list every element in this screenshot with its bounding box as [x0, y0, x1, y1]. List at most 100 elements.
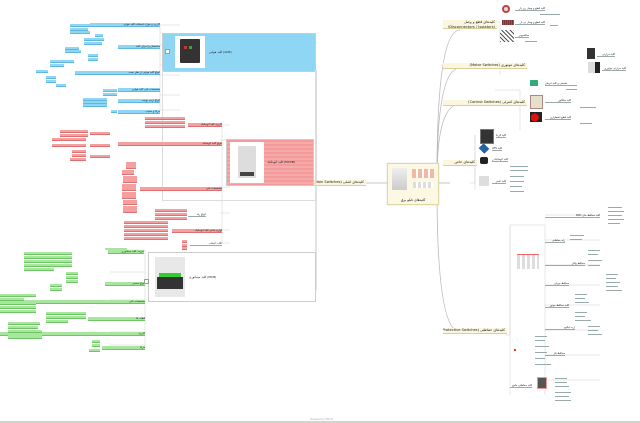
mccb-leaf[interactable]	[155, 217, 187, 220]
acb-subitem[interactable]: ساختمان و اجزای کلید	[118, 45, 160, 49]
protective-leaf[interactable]	[588, 265, 600, 266]
mccb-node[interactable]: (MCCB) کلید اتوماتیک	[226, 139, 314, 186]
mcb-leaf[interactable]	[24, 260, 72, 263]
protective-leaf[interactable]	[588, 250, 600, 251]
special-leaf[interactable]	[510, 191, 524, 192]
protective-leaf[interactable]	[606, 290, 622, 291]
acb-leaf[interactable]	[70, 24, 90, 27]
mcb-leaf[interactable]	[8, 334, 42, 339]
mcb-leaf[interactable]	[0, 298, 24, 301]
mccb-subitem[interactable]: کاربرد کلید اتوماتیک	[188, 123, 222, 127]
mccb-leaf[interactable]	[122, 170, 134, 175]
mcb-leaf[interactable]	[8, 322, 40, 325]
mccb-leaf[interactable]	[60, 134, 88, 137]
mccb-leaf[interactable]	[122, 192, 136, 199]
acb-leaf[interactable]	[70, 31, 90, 34]
mccb-leaf[interactable]	[126, 162, 136, 169]
mccb-leaf[interactable]	[90, 155, 110, 158]
protective-leaf[interactable]	[555, 400, 571, 401]
protective-leaf[interactable]	[535, 336, 547, 337]
mcb-leaf[interactable]	[0, 306, 36, 309]
protective-leaf[interactable]	[606, 282, 620, 283]
acb-leaf[interactable]	[88, 58, 98, 61]
acb-subitem[interactable]: انواع کلید هوایی از نظر نصب	[75, 71, 160, 75]
mccb-subitem[interactable]: انواع کلید اتوماتیک	[118, 142, 222, 146]
mcb-leaf[interactable]	[24, 252, 72, 255]
acb-leaf[interactable]	[56, 84, 66, 87]
special-child[interactable]: کلید گردان	[496, 134, 506, 138]
mccb-leaf[interactable]	[72, 154, 86, 157]
protective-leaf[interactable]	[588, 326, 600, 327]
protective-child[interactable]: محافظ جریان	[545, 282, 569, 286]
mcb-leaf[interactable]	[46, 312, 86, 315]
acb-leaf[interactable]	[83, 101, 107, 104]
acb-leaf[interactable]	[50, 60, 74, 63]
protective-leaf[interactable]	[575, 298, 585, 299]
acb-leaf[interactable]	[103, 89, 117, 92]
mccb-leaf[interactable]	[124, 237, 168, 240]
protective-leaf[interactable]	[535, 364, 551, 365]
acb-leaf[interactable]	[84, 38, 104, 41]
special-leaf[interactable]	[510, 176, 524, 177]
protective-child[interactable]: محافظ ولتاژ	[545, 262, 585, 266]
protective-child[interactable]: رله حفاظتی	[545, 239, 565, 243]
special-leaf[interactable]	[510, 166, 528, 167]
control-leaf[interactable]	[566, 85, 577, 86]
control-child[interactable]: کلید قطع اضطراری	[545, 116, 571, 120]
mccb-leaf[interactable]	[182, 244, 187, 247]
mccb-leaf[interactable]	[124, 225, 168, 228]
protective-leaf[interactable]	[608, 219, 624, 220]
mcb-leaf[interactable]	[66, 276, 78, 279]
central-topic[interactable]: کلیدهای تابلو برق	[387, 163, 439, 205]
protective-child[interactable]: محافظ فاز	[545, 352, 565, 356]
disconnector-child[interactable]: سکسیونر	[515, 34, 529, 38]
acb-leaf[interactable]	[36, 70, 48, 73]
acb-leaf[interactable]	[46, 76, 56, 79]
protective-leaf[interactable]	[555, 378, 567, 379]
acb-leaf[interactable]	[50, 64, 64, 67]
acb-subitem[interactable]: انواع تریپ یونیت	[118, 99, 160, 103]
mccb-leaf[interactable]	[124, 229, 168, 232]
disconnector-child[interactable]: کلید قطع و وصل زیر بار	[515, 7, 545, 11]
protective-child[interactable]: کلید محافظ جان RCD	[545, 214, 600, 218]
protective-leaf[interactable]	[575, 320, 591, 321]
acb-leaf[interactable]	[83, 98, 107, 101]
mccb-leaf[interactable]	[124, 221, 168, 224]
acb-leaf[interactable]	[70, 28, 88, 31]
protective-leaf[interactable]	[575, 316, 585, 317]
acb-collapse-toggle[interactable]	[165, 49, 170, 54]
mccb-subitem[interactable]: انواع رله	[188, 213, 206, 217]
motor-child[interactable]: کلید حرارتی	[597, 53, 615, 57]
mcb-leaf[interactable]	[8, 326, 38, 329]
protective-leaf[interactable]	[588, 334, 602, 335]
right-branch-protective[interactable]: کلیدهای حفاظتی (Protective Switches)	[443, 328, 507, 334]
mcb-node[interactable]: (MCB) کلید مینیاتوری	[144, 252, 316, 302]
mcb-leaf[interactable]	[89, 349, 100, 352]
protective-leaf[interactable]	[588, 254, 598, 255]
mccb-leaf[interactable]	[72, 150, 86, 153]
mccb-leaf[interactable]	[145, 125, 185, 128]
mcb-leaf[interactable]	[66, 280, 78, 283]
main-switches-branch[interactable]: کلیدهای اصلی (Main Switches)	[312, 180, 366, 186]
mcb-leaf[interactable]	[50, 284, 62, 287]
control-leaf[interactable]	[580, 123, 592, 124]
mccb-subitem[interactable]: مشخصات فنی	[140, 187, 222, 191]
mcb-leaf[interactable]	[46, 316, 86, 319]
protective-leaf[interactable]	[575, 294, 587, 295]
mccb-leaf[interactable]	[182, 240, 187, 243]
mccb-subitem[interactable]: نکات انتخاب	[190, 242, 222, 246]
mccb-leaf[interactable]	[123, 206, 137, 213]
mcb-leaf[interactable]	[0, 310, 36, 313]
acb-leaf[interactable]	[95, 34, 103, 37]
mccb-leaf[interactable]	[155, 213, 187, 216]
acb-leaf[interactable]	[84, 42, 102, 45]
protective-leaf[interactable]	[575, 302, 589, 303]
acb-node[interactable]: (ACB) کلید هوایی	[162, 33, 316, 72]
mcb-subitem[interactable]: انواع منحنی	[105, 282, 145, 286]
protective-leaf[interactable]	[535, 352, 547, 353]
acb-leaf[interactable]	[103, 93, 117, 96]
control-leaf[interactable]	[566, 89, 577, 90]
mcb-leaf[interactable]	[0, 302, 36, 305]
mccb-leaf[interactable]	[122, 184, 136, 191]
